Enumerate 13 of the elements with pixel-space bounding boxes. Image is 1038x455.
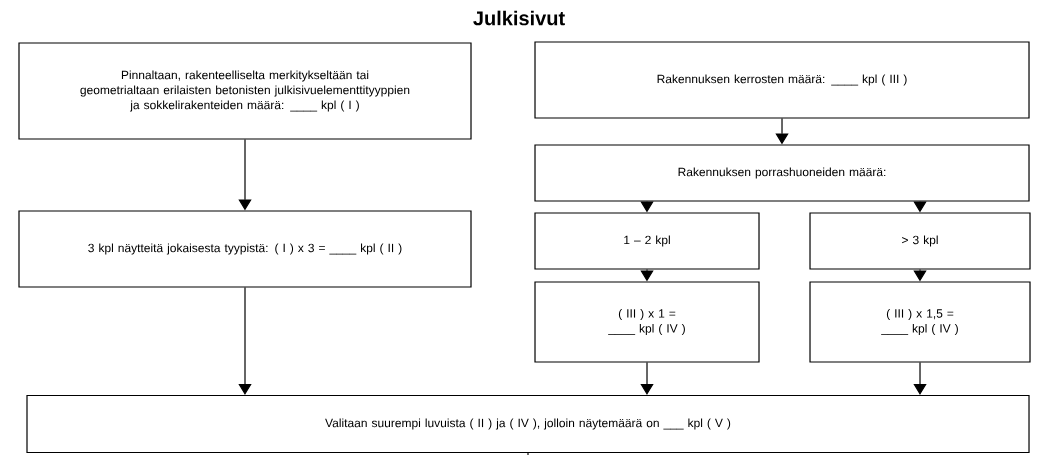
- arrow: [913, 362, 927, 395]
- title: Julkisivut: [473, 10, 565, 26]
- process-box: Pinnaltaan, rakenteelliselta merkitykseltään tai geometrialtaan erilaisten betonisten julkisivuelementtityyppien ja sokkelirakenteiden määrä: ____ kpl ( I ): [18, 42, 472, 140]
- process-box: 3 kpl näytteitä jokaisesta tyypistä: ( I ) x 3 = ____ kpl ( II ): [18, 210, 472, 288]
- arrow: [238, 287, 252, 395]
- process-box: ( III ) x 1,5 = ____ kpl ( IV ): [809, 281, 1031, 363]
- process-box: Valitaan suurempi luvuista ( II ) ja ( IV ), jolloin näytemäärä on ___ kpl ( V ): [26, 394, 1030, 454]
- process-box: Rakennuksen porrashuoneiden määrä:: [534, 144, 1030, 202]
- process-box: 1 – 2 kpl: [534, 212, 760, 270]
- process-box: Rakennuksen kerrosten määrä: ____ kpl ( III ): [534, 41, 1030, 119]
- process-box: ( III ) x 1 = ____ kpl ( IV ): [534, 281, 760, 363]
- arrow: [640, 362, 654, 395]
- process-box: > 3 kpl: [809, 212, 1031, 270]
